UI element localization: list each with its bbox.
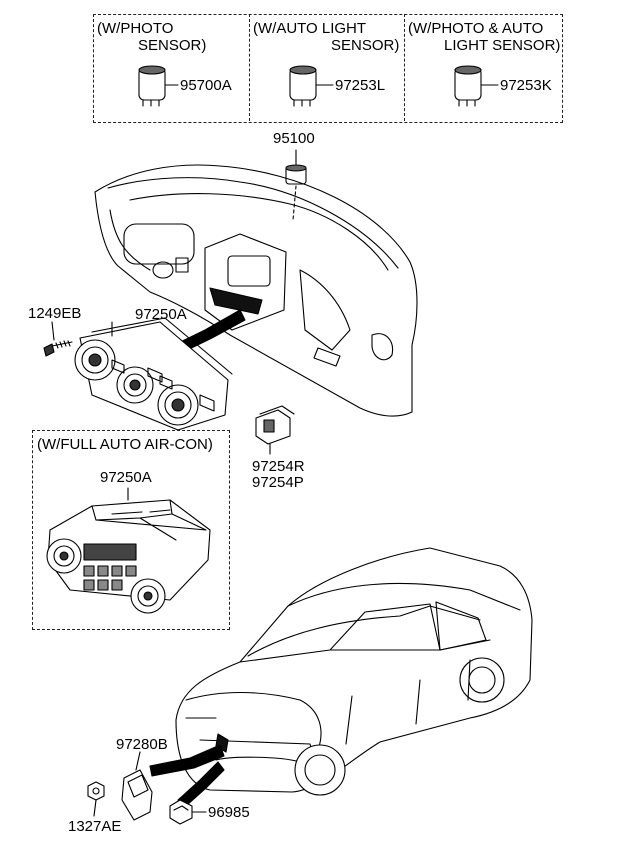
part-label-96985: 96985 (208, 804, 250, 821)
sensor-95700a (138, 65, 179, 107)
option-heading-photo-auto: (W/PHOTO & AUTO (408, 20, 544, 37)
part-label-97253l: 97253L (335, 77, 386, 94)
part-label-97254r: 97254R (252, 458, 305, 475)
part-label-1249eb: 1249EB (28, 305, 82, 322)
full-auto-box (32, 430, 230, 630)
part-label-97254p: 97254P (252, 474, 304, 491)
part-label-95100: 95100 (273, 130, 315, 147)
part-label-97253k: 97253K (500, 77, 552, 94)
part-label-95700a: 95700A (180, 77, 232, 94)
options-divider-1 (249, 14, 250, 121)
part-label-97280b: 97280B (116, 736, 168, 753)
pointer-arrow-bumper-1 (149, 744, 225, 777)
sensor-97253k (454, 65, 499, 107)
sensor-97280b (121, 751, 153, 821)
sensor-options-box (93, 14, 563, 123)
full-auto-heading: (W/FULL AUTO AIR-CON) (37, 436, 213, 453)
option-subheading-auto-light: SENSOR) (331, 37, 400, 54)
options-divider-2 (404, 14, 405, 121)
heater-control-upper (74, 317, 233, 431)
clip-96985 (169, 799, 207, 825)
dashboard-outline (94, 164, 418, 417)
option-heading-photo: (W/PHOTO (97, 20, 174, 37)
sensor-95100 (285, 149, 307, 221)
car-outline (175, 547, 533, 796)
option-heading-auto-light: (W/AUTO LIGHT (253, 20, 367, 37)
part-label-1327ae: 1327AE (68, 818, 122, 835)
part-label-97250a-full-auto: 97250A (100, 469, 152, 486)
sensor-97253l (289, 65, 334, 107)
full-auto-control (46, 487, 211, 614)
option-subheading-photo: SENSOR) (138, 37, 207, 54)
part-label-97250a: 97250A (135, 306, 187, 323)
screw-1249eb (43, 321, 73, 357)
switch-97254 (255, 405, 295, 455)
option-subheading-photo-auto: LIGHT SENSOR) (444, 37, 561, 54)
nut-1327ae (87, 781, 105, 817)
